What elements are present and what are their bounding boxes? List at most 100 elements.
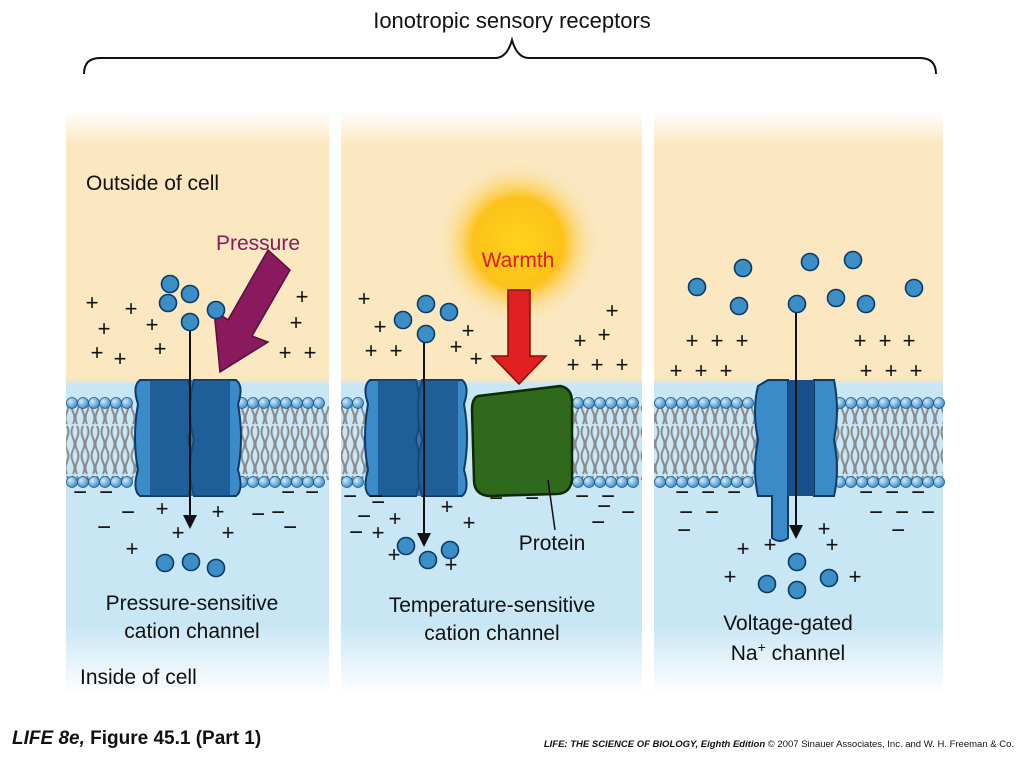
lipid-head xyxy=(291,397,303,409)
positive-charge: + xyxy=(389,506,402,531)
credit-rest: © 2007 Sinauer Associates, Inc. and W. H… xyxy=(765,739,1014,750)
positive-charge: + xyxy=(114,346,127,371)
negative-charge: − xyxy=(251,501,265,528)
cation-ion xyxy=(180,312,200,332)
positive-charge: + xyxy=(146,312,159,337)
lipid-head xyxy=(247,397,259,409)
panel-3-name-line2: Na+ channel xyxy=(731,639,845,665)
lipid-tails xyxy=(654,406,758,480)
negative-charge: − xyxy=(921,499,935,526)
lipid-head xyxy=(313,476,325,488)
positive-charge: + xyxy=(441,494,454,519)
positive-charge: + xyxy=(860,358,873,383)
negative-charge: − xyxy=(281,479,295,506)
negative-charge: − xyxy=(525,485,539,512)
positive-charge: + xyxy=(885,358,898,383)
positive-charge: + xyxy=(818,516,831,541)
positive-charge: + xyxy=(358,286,371,311)
cation-ion xyxy=(181,552,201,572)
lipid-head xyxy=(99,397,111,409)
positive-charge: + xyxy=(156,496,169,521)
positive-charge: + xyxy=(903,328,916,353)
lipid-tails xyxy=(834,406,943,480)
protein-label: Protein xyxy=(519,532,586,555)
negative-charge: − xyxy=(489,485,503,512)
lipid-head xyxy=(742,476,754,488)
lipid-head xyxy=(583,397,595,409)
lipid-head xyxy=(627,397,639,409)
cation-ion xyxy=(180,284,200,304)
lipid-head xyxy=(66,397,78,409)
lipid-head xyxy=(654,397,666,409)
negative-charge: − xyxy=(677,517,691,544)
lipid-head xyxy=(341,397,353,409)
lipid-head xyxy=(77,397,89,409)
panel-1-name-line1: Pressure-sensitive xyxy=(106,592,279,615)
cation-ion xyxy=(160,274,180,294)
lipid-head xyxy=(616,476,628,488)
negative-charge: − xyxy=(859,479,873,506)
warmth-label: Warmth xyxy=(482,249,555,272)
lipid-head xyxy=(665,397,677,409)
positive-charge: + xyxy=(445,552,458,577)
positive-charge: + xyxy=(91,340,104,365)
sun-icon xyxy=(436,161,600,325)
cation-ion xyxy=(729,296,749,316)
sodium-charge-superscript: + xyxy=(758,639,766,655)
title-brace xyxy=(83,36,937,75)
lipid-tails xyxy=(572,406,642,480)
negative-charge: − xyxy=(99,479,113,506)
copyright-credit: LIFE: THE SCIENCE OF BIOLOGY, Eighth Edi… xyxy=(544,739,1014,750)
positive-charge: + xyxy=(686,328,699,353)
positive-charge: + xyxy=(724,564,737,589)
lipid-head xyxy=(88,397,100,409)
positive-charge: + xyxy=(279,340,292,365)
lipid-head xyxy=(900,476,912,488)
negative-charge: − xyxy=(283,514,297,541)
negative-charge: − xyxy=(705,499,719,526)
positive-charge: + xyxy=(388,542,401,567)
cation-ion xyxy=(418,550,438,570)
positive-charge: + xyxy=(670,358,683,383)
negative-charge: − xyxy=(621,499,635,526)
negative-charge: − xyxy=(701,479,715,506)
lipid-head xyxy=(878,397,890,409)
lipid-head xyxy=(247,476,259,488)
lipid-head xyxy=(654,476,666,488)
lipid-head xyxy=(121,397,133,409)
positive-charge: + xyxy=(390,338,403,363)
figure-number: Figure 45.1 (Part 1) xyxy=(84,728,262,749)
negative-charge: − xyxy=(357,503,371,530)
lipid-head xyxy=(88,476,100,488)
positive-charge: + xyxy=(737,536,750,561)
credit-title: LIFE: THE SCIENCE OF BIOLOGY, Eighth Edi… xyxy=(543,739,766,750)
panel-2-name-line2: cation channel xyxy=(424,622,559,645)
negative-charge: − xyxy=(891,517,905,544)
lipid-head xyxy=(720,397,732,409)
protein-leader-line xyxy=(547,479,556,531)
lipid-head xyxy=(709,397,721,409)
cations xyxy=(155,250,924,600)
positive-charge: + xyxy=(470,346,483,371)
positive-charge: + xyxy=(598,322,611,347)
pressure-arrow xyxy=(213,248,291,374)
lipid-head xyxy=(269,397,281,409)
negative-charge: − xyxy=(597,493,611,520)
cation-ion xyxy=(819,568,839,588)
negative-charge: − xyxy=(73,479,87,506)
sensor-protein xyxy=(470,384,574,498)
positive-charge: + xyxy=(172,520,185,545)
lipid-head xyxy=(269,476,281,488)
temperature-channel: Warmth Protein xyxy=(364,161,600,555)
positive-charge: + xyxy=(154,336,167,361)
lipid-head xyxy=(845,397,857,409)
positive-charge: + xyxy=(711,328,724,353)
cation-ion xyxy=(843,250,863,270)
negative-charge: − xyxy=(343,483,357,510)
positive-charge: + xyxy=(695,358,708,383)
negative-charge: − xyxy=(271,499,285,526)
cation-ion xyxy=(787,580,807,600)
cation-ion xyxy=(733,258,753,278)
lipid-tails xyxy=(236,406,329,480)
